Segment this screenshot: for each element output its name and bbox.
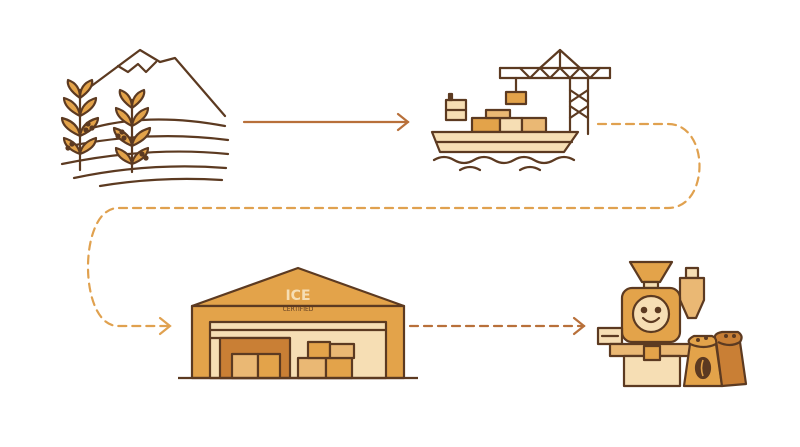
- arrow-farm-to-ship: [242, 112, 410, 132]
- dashed-arrowhead-warehouse: [158, 316, 172, 336]
- coffee-bag-icon: [682, 330, 748, 388]
- dashed-route-ship-to-warehouse: [87, 122, 701, 328]
- warehouse-sign-title: ICE: [285, 288, 310, 304]
- warehouse-icon: [178, 266, 418, 380]
- coffee-farm-icon: [60, 48, 230, 188]
- dashed-arrow-warehouse-to-roaster: [408, 316, 586, 336]
- cargo-ship-icon: [430, 48, 612, 172]
- warehouse-sign-subtitle: CERTIFIED: [283, 306, 314, 313]
- coffee-roaster-icon: [596, 260, 706, 388]
